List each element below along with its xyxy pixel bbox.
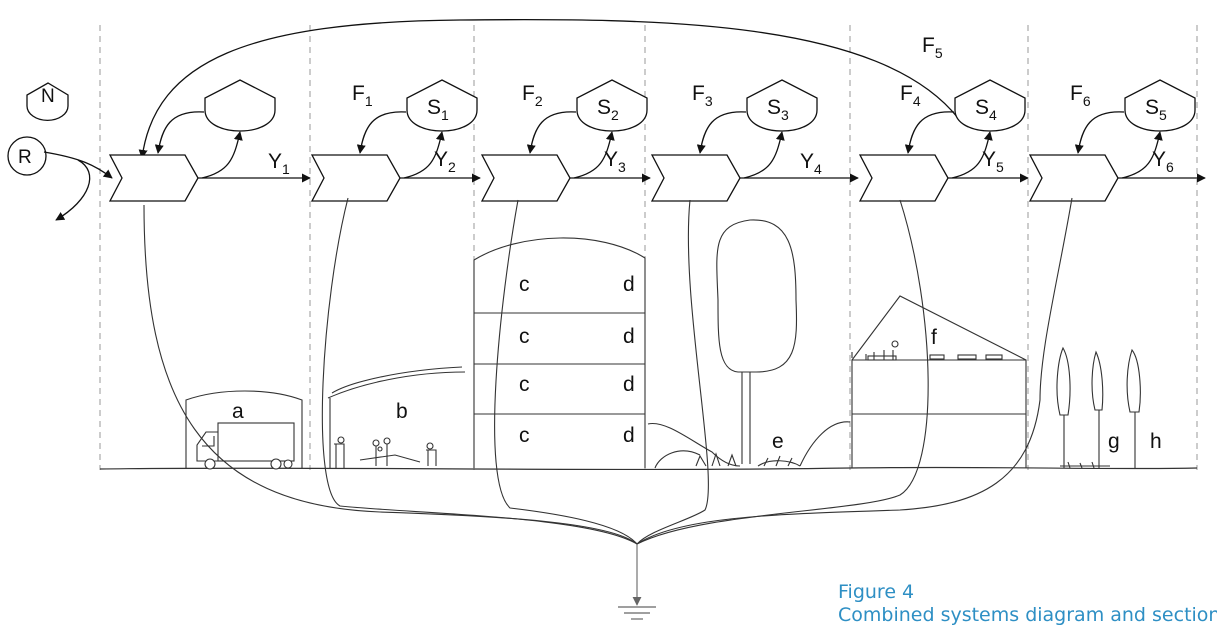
- process-chevron: [480, 154, 571, 202]
- feedback-label: F4: [900, 82, 921, 109]
- truck-shed: [185, 390, 303, 470]
- storage-arrow: [743, 131, 785, 179]
- top-feedback-arc: [138, 18, 959, 159]
- yield-label: Y5: [982, 148, 1004, 175]
- storage-arrow: [573, 131, 615, 179]
- label-e: e: [772, 430, 784, 453]
- label-a: a: [232, 400, 244, 423]
- storage-label: S5: [1145, 96, 1167, 123]
- yield-label: Y4: [800, 150, 822, 177]
- feedback-label: F3: [692, 82, 713, 109]
- input-sources: [7, 82, 113, 221]
- market-canopy: [327, 366, 466, 468]
- figure-caption: Figure 4 Combined systems diagram and se…: [838, 581, 1217, 627]
- storage-label: S2: [597, 96, 619, 123]
- storage-shape: [406, 79, 478, 132]
- n-source-shape: [26, 82, 69, 121]
- feedback-label: F2: [522, 82, 543, 109]
- feedback-arrow: [1074, 111, 1125, 154]
- label-c: c: [519, 325, 530, 348]
- feedback-arrow: [904, 111, 955, 154]
- label-c: c: [519, 373, 530, 396]
- process-chevron: [108, 154, 199, 202]
- yield-label: Y1: [268, 150, 290, 177]
- label-d: d: [623, 424, 635, 447]
- r-label: R: [18, 147, 32, 168]
- label-d: d: [623, 325, 635, 348]
- storage-label: S1: [427, 96, 449, 123]
- yield-label: Y2: [434, 148, 456, 175]
- process-chevron: [650, 154, 741, 202]
- figure-number: Figure 4: [838, 581, 915, 603]
- stage-separators: [99, 25, 1198, 470]
- label-f: f: [931, 326, 937, 349]
- drain-curves: [143, 197, 1073, 606]
- label-b: b: [396, 400, 408, 423]
- rooftop-greenhouse: [851, 295, 1027, 468]
- process-chevron: [1028, 154, 1119, 202]
- ground-line: [99, 466, 1198, 471]
- label-h: h: [1150, 430, 1162, 453]
- heat-sink-ground-symbol: [618, 606, 656, 620]
- storage-arrow: [201, 131, 243, 179]
- multistorey-building: [473, 237, 646, 468]
- f5-label: F5: [922, 34, 943, 61]
- label-g: g: [1108, 430, 1120, 453]
- section-drawing: [185, 219, 1141, 470]
- storage-shape: [746, 79, 818, 132]
- feedback-label: F6: [1070, 82, 1091, 109]
- storage-label: S3: [767, 96, 789, 123]
- label-c: c: [519, 273, 530, 296]
- tree-garden: [647, 219, 851, 469]
- label-d: d: [623, 273, 635, 296]
- section-letters: a b c d c d c d c d e f g h: [232, 273, 1162, 453]
- n-label: N: [41, 86, 55, 107]
- feedback-arrow: [356, 111, 407, 154]
- figure-title: Combined systems diagram and section: [838, 604, 1217, 626]
- process-chevron: [858, 154, 949, 202]
- r-source-circle: [7, 136, 47, 176]
- storage-shape: [576, 79, 648, 132]
- storage-shape: [204, 79, 276, 132]
- yield-label: Y6: [1152, 148, 1174, 175]
- feedback-label: F1: [352, 82, 373, 109]
- storage-arrow: [951, 131, 993, 179]
- label-d: d: [623, 373, 635, 396]
- feedback-arrow: [154, 111, 205, 154]
- storage-arrow: [1121, 131, 1163, 179]
- storage-arrow: [403, 131, 445, 179]
- label-c: c: [519, 424, 530, 447]
- process-chevron: [310, 154, 401, 202]
- feedback-arrow: [526, 111, 577, 154]
- slender-trees: [1056, 346, 1141, 469]
- storage-label: S4: [975, 96, 997, 123]
- storage-shape: [954, 79, 1026, 132]
- storage-shape: [1124, 79, 1196, 132]
- feedback-arrow: [696, 111, 747, 154]
- yield-label: Y3: [604, 148, 626, 175]
- stage-1: Y1: [108, 79, 311, 202]
